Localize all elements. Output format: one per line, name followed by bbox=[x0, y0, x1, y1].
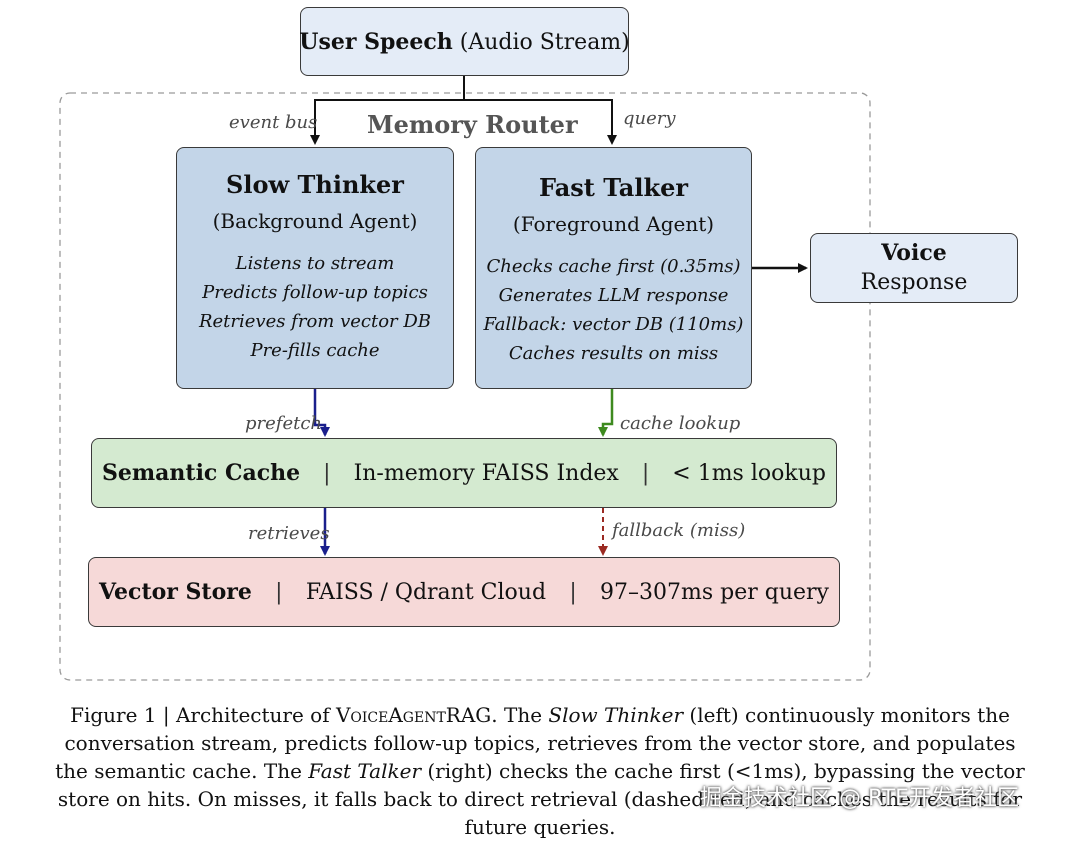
semantic-cache-separator: | bbox=[641, 460, 650, 486]
caption-emphasis: Slow Thinker bbox=[548, 703, 684, 727]
fast-talker-item: Fallback: vector DB (110ms) bbox=[483, 314, 744, 335]
arrow-cache-lookup bbox=[598, 389, 614, 437]
slow-thinker-item: Listens to stream bbox=[235, 253, 395, 274]
label-fallback: fallback (miss) bbox=[612, 520, 746, 541]
caption-text: Figure 1 | Architecture of bbox=[70, 703, 336, 727]
caption-system-name: VoiceAgentRAG bbox=[335, 703, 492, 727]
arrow-event-bus bbox=[310, 76, 465, 145]
fast-talker-title: Fast Talker bbox=[538, 173, 688, 202]
slow-thinker-box: Slow Thinker (Background Agent) Listens … bbox=[176, 147, 454, 389]
semantic-cache-separator: | bbox=[323, 460, 331, 486]
label-retrieves: retrieves bbox=[248, 523, 330, 544]
user-speech-label: User Speech bbox=[299, 28, 453, 55]
memory-router-boundary bbox=[59, 92, 871, 681]
user-speech-detail: (Audio Stream) bbox=[452, 29, 630, 55]
caption-text: (left) continuously monitors the convers… bbox=[55, 703, 1016, 783]
user-speech-box: User Speech (Audio Stream) bbox=[299, 7, 630, 76]
voice-response-title: Voice bbox=[881, 240, 947, 266]
semantic-cache-detail: In-memory FAISS Index bbox=[353, 460, 619, 486]
arrow-query bbox=[464, 99, 617, 145]
vector-store-detail: FAISS / Qdrant Cloud bbox=[305, 579, 547, 605]
memory-router-title: Memory Router bbox=[367, 110, 578, 139]
voice-response-box: Voice Response bbox=[810, 233, 1018, 303]
semantic-cache-latency: < 1ms lookup bbox=[672, 460, 826, 486]
watermark: 掘金技术社区 @ RTE开发者社区 bbox=[700, 786, 1020, 811]
fast-talker-subtitle: (Foreground Agent) bbox=[512, 212, 715, 236]
vector-store-box: Vector Store | FAISS / Qdrant Cloud | 97… bbox=[88, 557, 840, 627]
vector-store-separator: | bbox=[569, 579, 577, 605]
semantic-cache-name: Semantic Cache bbox=[102, 460, 301, 486]
fast-talker-box: Fast Talker (Foreground Agent) Checks ca… bbox=[475, 147, 752, 389]
vector-store-latency: 97–307ms per query bbox=[600, 579, 829, 605]
figure-caption: Figure 1 | Architecture of VoiceAgentRAG… bbox=[50, 701, 1030, 841]
arrow-prefetch bbox=[313, 389, 330, 437]
label-cache-lookup: cache lookup bbox=[620, 413, 741, 434]
label-prefetch: prefetch bbox=[245, 413, 323, 434]
voice-response-subtitle: Response bbox=[860, 270, 968, 295]
slow-thinker-subtitle: (Background Agent) bbox=[212, 209, 418, 233]
semantic-cache-box: Semantic Cache | In-memory FAISS Index |… bbox=[91, 438, 837, 508]
fast-talker-item: Caches results on miss bbox=[508, 343, 719, 364]
slow-thinker-title: Slow Thinker bbox=[226, 170, 404, 199]
vector-store-name: Vector Store bbox=[99, 579, 252, 605]
caption-text: . The bbox=[491, 703, 549, 727]
label-query: query bbox=[623, 108, 676, 129]
slow-thinker-item: Retrieves from vector DB bbox=[198, 311, 432, 332]
caption-emphasis: Fast Talker bbox=[308, 759, 422, 783]
slow-thinker-item: Pre-fills cache bbox=[250, 340, 380, 361]
label-event-bus: event bus bbox=[229, 112, 318, 133]
vector-store-separator: | bbox=[275, 579, 283, 605]
fast-talker-item: Generates LLM response bbox=[498, 285, 729, 306]
fast-talker-item: Checks cache first (0.35ms) bbox=[486, 256, 741, 277]
slow-thinker-item: Predicts follow-up topics bbox=[202, 282, 428, 303]
